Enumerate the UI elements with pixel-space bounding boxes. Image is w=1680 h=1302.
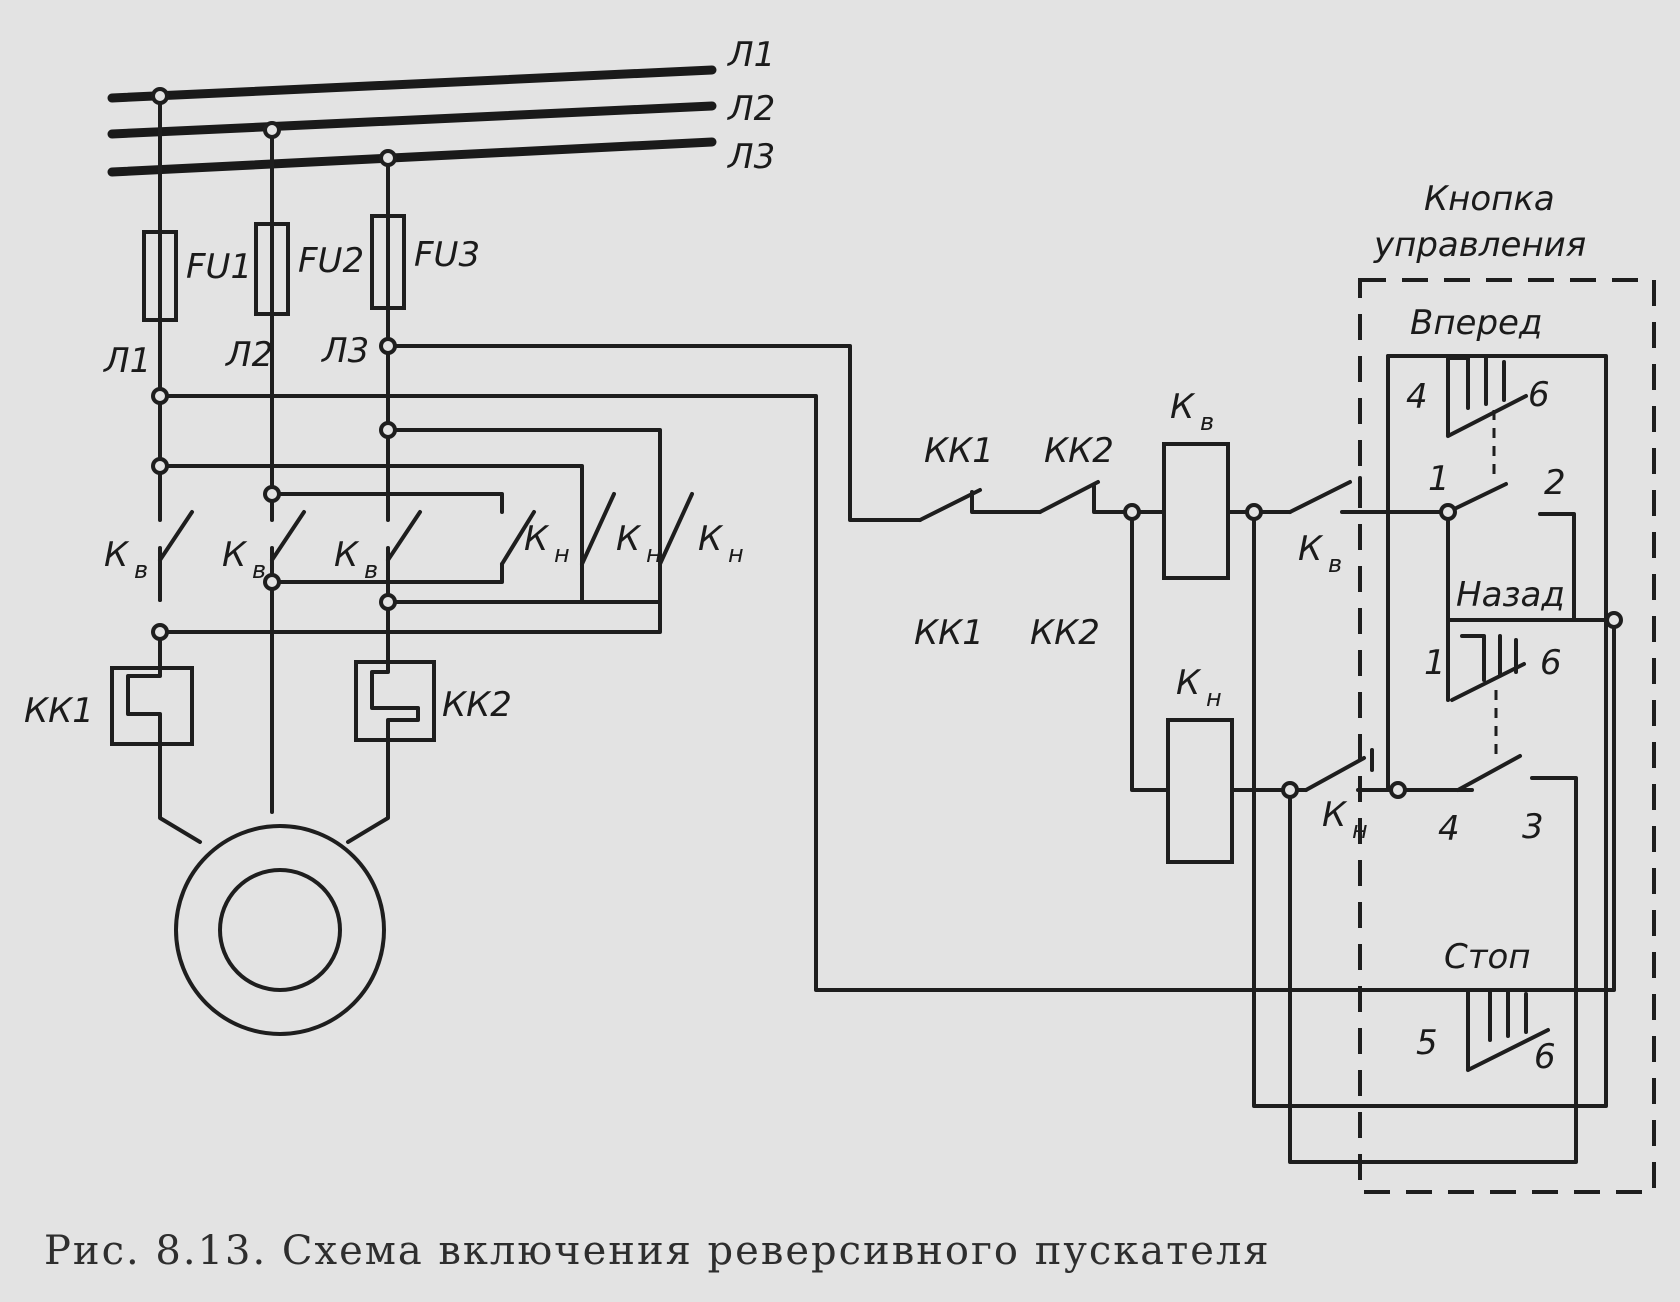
contact-kn-3	[658, 492, 694, 566]
bus-l1-line	[107, 65, 717, 103]
kv2-letter: К	[222, 535, 248, 575]
kn1-letter: К	[524, 519, 550, 559]
kv2-sub: в	[252, 556, 266, 584]
coil-kv	[1162, 442, 1230, 580]
figure-caption: Рис. 8.13. Схема включения реверсивного …	[44, 1228, 1271, 1274]
kk2-lower-label: КК2	[1030, 613, 1100, 653]
button-back-label: Назад	[1456, 575, 1565, 615]
button-box-title-1: Кнопка	[1424, 179, 1555, 219]
kk2-control-label: КК2	[1044, 431, 1114, 471]
kn1-sub: н	[554, 540, 570, 568]
phase-l3-label: Л3	[320, 331, 369, 371]
kk1-power-label: КК1	[24, 691, 94, 731]
supply-buses: Л1 Л2 Л3	[107, 35, 775, 177]
bus-l2-label: Л2	[726, 89, 775, 129]
fwd-terminal-6: 6	[1528, 375, 1550, 415]
contact-kv-3	[386, 510, 422, 562]
fuse-fu3-label: FU3	[414, 235, 480, 275]
motor-rotor-circle	[218, 868, 342, 992]
main-contacts: К в К в К в К н К н К н	[104, 492, 744, 612]
kn2-letter: К	[616, 519, 642, 559]
coil-kv-letter: К	[1170, 387, 1196, 427]
kk2-power-label: КК2	[442, 685, 512, 725]
kn-aux-letter: К	[1322, 795, 1348, 835]
contact-kv-1	[158, 510, 194, 562]
button-box-outline	[1358, 278, 1656, 1194]
coil-kv-sub: в	[1200, 408, 1214, 436]
coil-kn-sub: н	[1206, 684, 1222, 712]
terminal-2: 2	[1544, 463, 1566, 503]
fwd-terminal-4: 4	[1406, 377, 1428, 417]
fuses: FU1 FU2 FU3 Л1 Л2 Л3	[102, 214, 480, 381]
stop-terminal-6: 6	[1534, 1037, 1556, 1077]
kv-aux-letter: К	[1298, 529, 1324, 569]
terminal-3: 3	[1522, 807, 1544, 847]
kn3-sub: н	[728, 540, 744, 568]
button-forward-label: Вперед	[1410, 303, 1542, 343]
coil-kn	[1166, 718, 1234, 864]
bus-l2-line	[107, 101, 717, 139]
control-button-box: Кнопка управления Вперед 4 6 1 2 Назад 1…	[1358, 179, 1656, 1194]
bus-l3-line	[107, 137, 717, 177]
button-stop-label: Стоп	[1444, 937, 1531, 977]
contact-kv-2	[270, 510, 306, 562]
terminal-4: 4	[1438, 809, 1460, 849]
thermal-relay-kk1	[110, 666, 194, 746]
contact-kn-2	[580, 492, 616, 566]
terminal-1: 1	[1428, 459, 1450, 499]
junctions	[151, 87, 1623, 799]
phase-wires	[158, 94, 390, 802]
stop-terminal-5: 5	[1416, 1023, 1438, 1063]
kv3-letter: К	[334, 535, 360, 575]
button-box-title-2: управления	[1373, 225, 1586, 265]
kk2-contact	[1038, 480, 1100, 514]
kn3-letter: К	[698, 519, 724, 559]
thermal-relay-kk2	[354, 660, 436, 742]
bus-l1-label: Л1	[726, 35, 775, 75]
kk1-lower-label: КК1	[914, 613, 984, 653]
kv-aux-contact	[1288, 480, 1352, 514]
bus-l3-label: Л3	[726, 137, 775, 177]
back-terminal-1: 1	[1424, 643, 1446, 683]
back-terminal-6: 6	[1540, 643, 1562, 683]
phase-l1-label: Л1	[102, 341, 151, 381]
motor-stator-circle	[174, 824, 386, 1036]
fuse-fu2-label: FU2	[298, 241, 364, 281]
contact-kn-1	[500, 510, 536, 566]
phase-l2-label: Л2	[224, 335, 273, 375]
motor	[158, 738, 390, 1036]
reverse-cross-wiring	[158, 394, 1500, 992]
kk1-control-label: КК1	[924, 431, 994, 471]
coil-kn-letter: К	[1176, 663, 1202, 703]
fuse-fu1-label: FU1	[186, 247, 252, 287]
kn-aux-contact	[1304, 756, 1366, 792]
kn2-sub: н	[646, 540, 662, 568]
kv1-letter: К	[104, 535, 130, 575]
thermal-relays: КК1 КК2	[24, 608, 512, 746]
kv3-sub: в	[364, 556, 378, 584]
kv-aux-sub: в	[1328, 550, 1342, 578]
kv1-sub: в	[134, 556, 148, 584]
